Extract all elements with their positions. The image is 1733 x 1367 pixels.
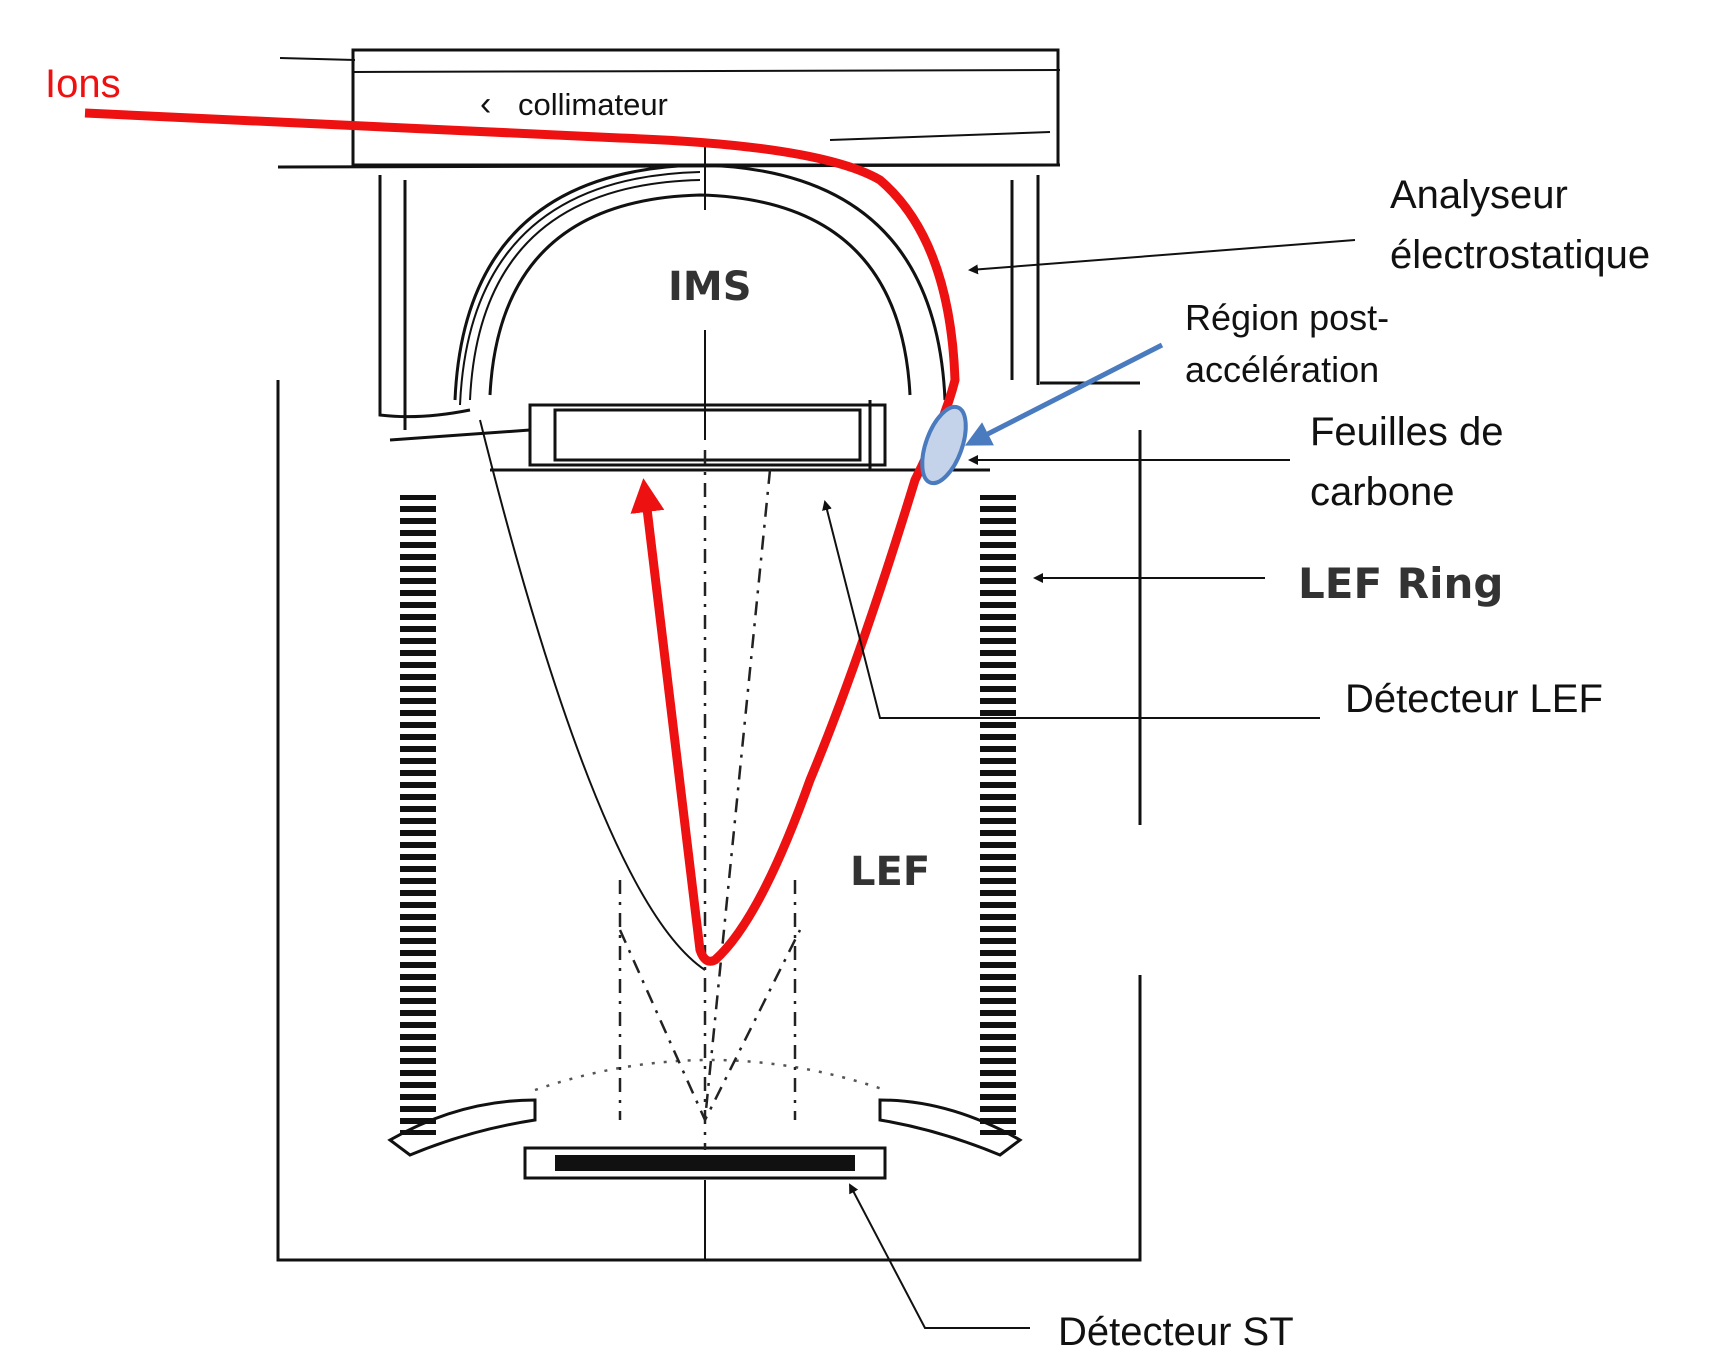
foils-label-line2: carbone <box>1310 470 1455 514</box>
carbon-foil-holder <box>389 400 990 472</box>
lef-ring-left <box>400 495 436 1135</box>
post-acceleration-arrow <box>964 342 1164 446</box>
lef-ring-right <box>980 495 1016 1135</box>
analyzer-label-line1: Analyseur <box>1390 173 1568 217</box>
collimator-label: collimateur <box>518 87 668 122</box>
analyzer-housing <box>378 175 1140 430</box>
analyzer-label-line2: électrostatique <box>1390 233 1650 277</box>
lef-detector-label: Détecteur LEF <box>1345 677 1603 721</box>
lef-ring-label: LEF Ring <box>1298 559 1503 608</box>
post-acceleration-region <box>920 404 968 486</box>
bottom-deflectors <box>387 1058 1023 1157</box>
st-detector <box>523 1146 887 1260</box>
collimator-glyph: ‹ <box>480 85 491 123</box>
foils-label-line1: Feuilles de <box>1310 410 1503 454</box>
ion-path <box>84 108 960 966</box>
ions-label: Ions <box>45 62 121 106</box>
st-detector-label: Détecteur ST <box>1058 1310 1294 1354</box>
lef-label: LEF <box>850 849 930 895</box>
postaccel-label-line2: accélération <box>1185 349 1379 390</box>
lower-housing <box>276 380 1142 1262</box>
leader-lines <box>822 239 1356 1329</box>
ims-label: IMS <box>668 264 752 310</box>
electrostatic-analyzer <box>453 163 947 406</box>
ion-trajectories <box>479 419 802 1150</box>
postaccel-label-line1: Région post- <box>1185 297 1389 338</box>
